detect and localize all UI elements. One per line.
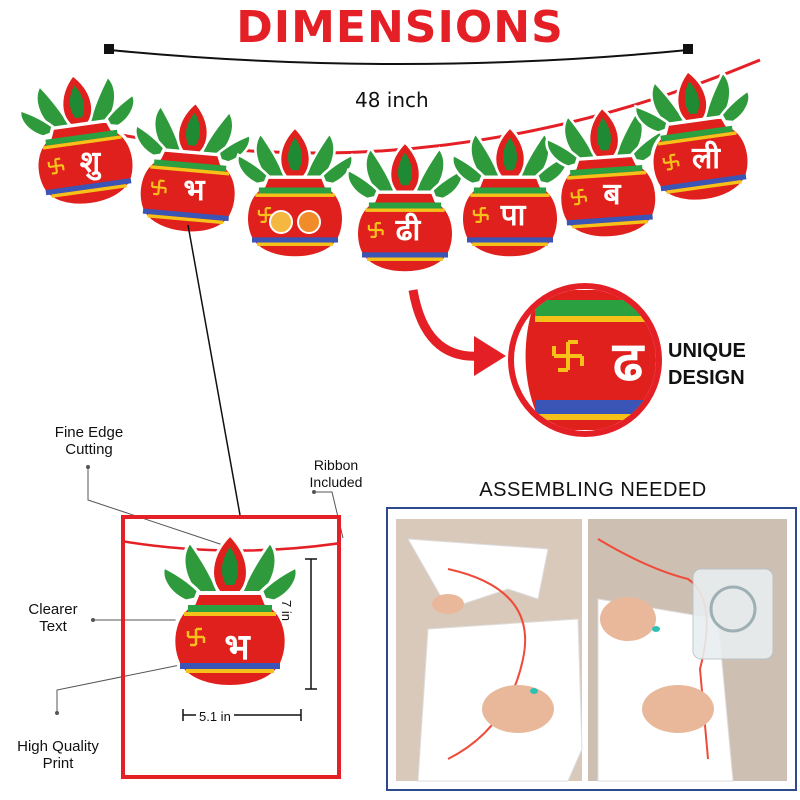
assembly-photos [396,519,787,782]
banner-letter-6: ब [602,177,622,212]
banner-letter-2: भ [183,173,206,208]
banner-letter-4: ढी [395,212,422,248]
callout-fine-edge-line-2: Cutting [65,441,113,458]
callout-clearer-line-1: Clearer [28,601,78,618]
unique-design-zoom: ढ [525,290,656,430]
banner-pot-2 [125,95,255,240]
callout-high-quality-line-2: Print [42,755,74,772]
banner-width-label: 48 inch [355,88,429,112]
banner-pot-1 [14,65,150,215]
callout-clearer-line-2: Text [39,618,67,635]
unique-design-letter: ढ [612,330,645,393]
assembly-photos-box [386,507,797,791]
deities-illustration [269,210,321,234]
callout-ribbon-line-1: Ribbon [313,457,359,473]
callout-ribbon-line-2: Included [309,474,363,490]
detail-height-label: 7 in [279,600,294,621]
callout-fine-edge: Fine Edge Cutting [34,424,144,458]
banner-pot-3 [235,125,355,260]
unique-line-2: DESIGN [668,367,745,389]
banner-letter-1: शु [80,145,102,181]
callout-high-quality-line-1: High Quality [17,738,99,755]
banner-letter-5: पा [500,198,527,233]
banner-letter-7: ली [691,140,721,176]
detail-width-label: 5.1 in [196,709,234,724]
callout-clearer-text: Clearer Text [14,601,92,635]
assembling-title: ASSEMBLING NEEDED [479,479,707,501]
banner-pot-4 [345,140,465,275]
detail-pot-illustration: भ [120,533,342,721]
callout-high-quality: High Quality Print [0,738,116,772]
page-title: DIMENSIONS [236,2,564,53]
callout-ribbon: Ribbon Included [296,457,376,491]
detail-letter: भ [224,627,251,668]
detail-box: भ [120,515,342,779]
unique-design-label: UNIQUE DESIGN [668,338,746,392]
unique-line-1: UNIQUE [668,340,746,362]
callout-fine-edge-line-1: Fine Edge [54,424,124,441]
